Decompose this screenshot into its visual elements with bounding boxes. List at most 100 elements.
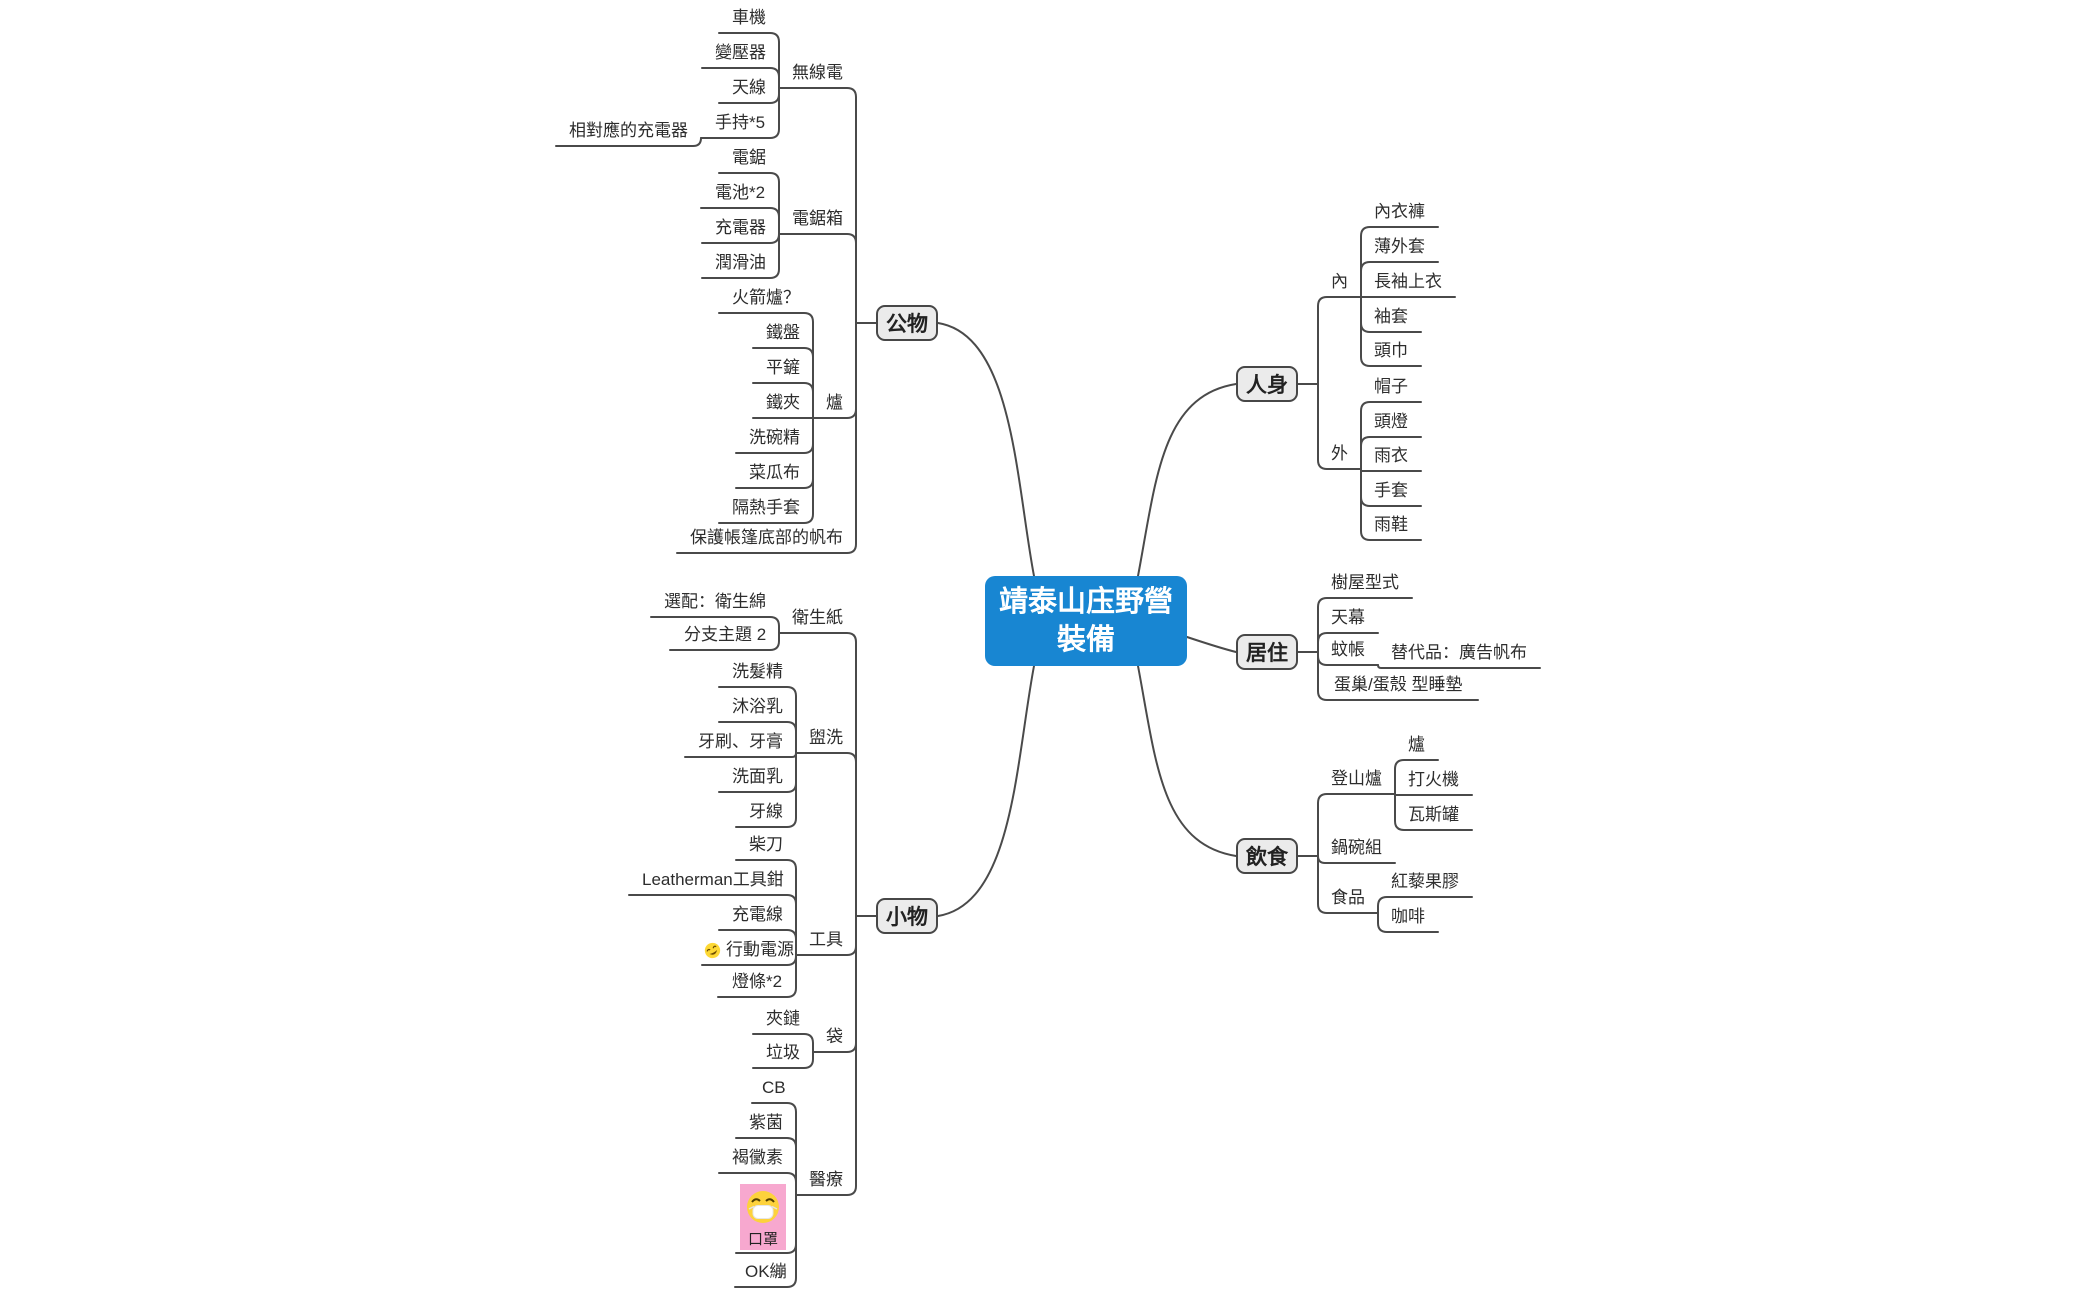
topic-node[interactable]: 帽子 [1374, 376, 1408, 398]
image-topic-node[interactable]: 口罩 [740, 1184, 786, 1250]
topic-label: 垃圾 [766, 1043, 800, 1062]
topic-node[interactable]: 分支主題 2 [684, 624, 766, 646]
topic-node[interactable]: 手持*5 [715, 112, 765, 134]
topic-node[interactable]: 盥洗 [809, 727, 843, 749]
topic-node[interactable]: 打火機 [1408, 769, 1459, 791]
topic-node[interactable]: 工具 [809, 929, 843, 951]
topic-node[interactable]: 袋 [826, 1026, 843, 1048]
branch-node[interactable]: 小物 [876, 898, 938, 934]
branch-node[interactable]: 居住 [1236, 634, 1298, 670]
topic-node[interactable]: 電池*2 [715, 182, 765, 204]
topic-node[interactable]: 夾鏈 [766, 1008, 800, 1030]
topic-node[interactable]: 長袖上衣 [1374, 271, 1442, 293]
topic-node[interactable]: 瓦斯罐 [1408, 804, 1459, 826]
topic-label: 夾鏈 [766, 1009, 800, 1028]
topic-node[interactable]: 衛生紙 [792, 607, 843, 629]
topic-node[interactable]: 燈條*2 [732, 971, 782, 993]
connector-path [752, 1051, 814, 1069]
topic-node[interactable]: 登山爐 [1331, 768, 1382, 790]
topic-node[interactable]: Leatherman工具鉗 [642, 869, 784, 891]
topic-node[interactable]: 變壓器 [715, 42, 766, 64]
topic-node[interactable]: 牙刷、牙膏 [698, 731, 783, 753]
topic-node[interactable]: 充電器 [715, 217, 766, 239]
topic-node[interactable]: OK繃 [745, 1261, 787, 1283]
topic-node[interactable]: 天線 [732, 77, 766, 99]
topic-node[interactable]: 頭巾 [1374, 340, 1408, 362]
topic-label: 帽子 [1374, 377, 1408, 396]
connector-path [650, 616, 780, 634]
topic-node[interactable]: 爐 [1408, 734, 1425, 756]
topic-node[interactable]: 柴刀 [749, 834, 783, 856]
connector-path [1317, 651, 1479, 701]
topic-node[interactable]: 相對應的充電器 [569, 120, 688, 142]
connector-path [718, 312, 814, 419]
topic-node[interactable]: 平鏟 [766, 357, 800, 379]
topic-node[interactable]: 洗面乳 [732, 766, 783, 788]
topic-node[interactable]: 選配：衛生綿 [664, 591, 766, 613]
topic-node[interactable]: 火箭爐？ [732, 287, 800, 309]
topic-node[interactable]: 電鋸箱 [792, 208, 843, 230]
topic-node[interactable]: 電鋸 [732, 147, 766, 169]
topic-node[interactable]: 食品 [1331, 887, 1365, 909]
topic-node[interactable]: 袖套 [1374, 306, 1408, 328]
topic-node[interactable]: 牙線 [749, 801, 783, 823]
topic-label: 爐 [1408, 735, 1425, 754]
topic-node[interactable]: 醫療 [809, 1169, 843, 1191]
topic-node[interactable]: 爐 [826, 392, 843, 414]
topic-node[interactable]: 蚊帳 [1331, 639, 1365, 661]
topic-label: OK繃 [745, 1262, 787, 1281]
topic-label: 內衣褲 [1374, 202, 1425, 221]
topic-label: 瓦斯罐 [1408, 805, 1459, 824]
topic-label: 替代品：廣告帆布 [1391, 643, 1527, 662]
topic-node[interactable]: 天幕 [1331, 607, 1365, 629]
topic-node[interactable]: 內衣褲 [1374, 201, 1425, 223]
topic-node[interactable]: 行動電源 [704, 939, 794, 961]
topic-node[interactable]: 雨鞋 [1374, 514, 1408, 536]
topic-node[interactable]: 蛋巢/蛋殼 型睡墊 [1334, 674, 1462, 696]
topic-label: 工具 [809, 930, 843, 949]
topic-node[interactable]: 潤滑油 [715, 252, 766, 274]
topic-node[interactable]: 紫菌 [749, 1112, 783, 1134]
topic-node[interactable]: 洗碗精 [749, 427, 800, 449]
topic-node[interactable]: CB [762, 1077, 786, 1099]
topic-node[interactable]: 車機 [732, 7, 766, 29]
connector-path [795, 915, 857, 1196]
topic-node[interactable]: 雨衣 [1374, 445, 1408, 467]
connector-path [700, 207, 780, 235]
topic-node[interactable]: 鍋碗組 [1331, 837, 1382, 859]
topic-label: 衛生紙 [792, 608, 843, 627]
topic-node[interactable]: 菜瓜布 [749, 462, 800, 484]
branch-node[interactable]: 人身 [1236, 366, 1298, 402]
topic-label: CB [762, 1078, 786, 1097]
topic-node[interactable]: 無線電 [792, 62, 843, 84]
branch-node[interactable]: 飲食 [1236, 838, 1298, 874]
connector-path [1360, 436, 1422, 470]
central-topic[interactable]: 靖泰山庒野營裝備 [985, 576, 1187, 666]
topic-node[interactable]: 頭燈 [1374, 411, 1408, 433]
topic-node[interactable]: 褐黴素 [732, 1147, 783, 1169]
branch-node[interactable]: 公物 [876, 305, 938, 341]
topic-node[interactable]: 沐浴乳 [732, 696, 783, 718]
topic-node[interactable]: 咖啡 [1391, 906, 1425, 928]
topic-node[interactable]: 樹屋型式 [1331, 572, 1399, 594]
topic-node[interactable]: 保護帳篷底部的帆布 [690, 527, 843, 549]
topic-node[interactable]: 充電線 [732, 904, 783, 926]
topic-node[interactable]: 內 [1331, 271, 1348, 293]
connector-path [1394, 759, 1439, 795]
topic-node[interactable]: 隔熱手套 [732, 497, 800, 519]
topic-node[interactable]: 垃圾 [766, 1042, 800, 1064]
topic-node[interactable]: 薄外套 [1374, 236, 1425, 258]
topic-label: 蚊帳 [1331, 640, 1365, 659]
topic-node[interactable]: 洗髮精 [732, 661, 783, 683]
topic-node[interactable]: 替代品：廣告帆布 [1391, 642, 1527, 664]
topic-label: 口罩 [747, 1231, 778, 1248]
topic-node[interactable]: 手套 [1374, 480, 1408, 502]
topic-label: 蛋巢/蛋殼 型睡墊 [1334, 675, 1463, 694]
topic-node[interactable]: 鐵夾 [766, 392, 800, 414]
topic-node[interactable]: 紅藜果膠 [1391, 871, 1459, 893]
topic-label: Leatherman工具鉗 [642, 870, 784, 889]
connector-path [718, 1172, 797, 1196]
topic-node[interactable]: 外 [1331, 443, 1348, 465]
topic-node[interactable]: 鐵盤 [766, 322, 800, 344]
topic-label: 雨衣 [1374, 446, 1408, 465]
